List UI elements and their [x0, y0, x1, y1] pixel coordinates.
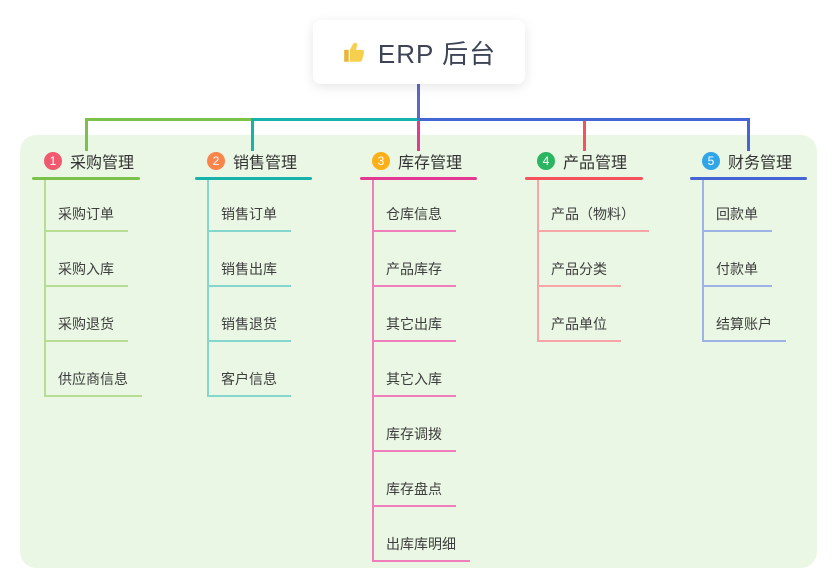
branch-finance-topic[interactable]: 5 财务管理	[702, 149, 792, 173]
connector-drop-inventory	[417, 121, 420, 151]
branch-product-child-line	[537, 180, 539, 342]
branch-finance-underline	[690, 177, 807, 180]
node-customer-info[interactable]: 客户信息	[207, 369, 291, 397]
node-settlement-account[interactable]: 结算账户	[702, 314, 786, 342]
node-product-unit[interactable]: 产品单位	[537, 314, 621, 342]
connector-drop-finance	[747, 118, 750, 151]
node-payment-order[interactable]: 付款单	[702, 259, 772, 287]
node-receipt-order[interactable]: 回款单	[702, 204, 772, 232]
branch-inventory-label: 库存管理	[398, 155, 463, 172]
branch-inventory-child-line	[372, 180, 374, 562]
branch-finance: 5 财务管理 回款单 付款单 结算账户	[690, 146, 820, 586]
branch-purchase-underline	[32, 177, 140, 180]
branch-inventory-topic[interactable]: 3 库存管理	[372, 149, 462, 173]
connector-root-drop	[417, 84, 420, 120]
node-product-category[interactable]: 产品分类	[537, 259, 621, 287]
node-other-inbound[interactable]: 其它入库	[372, 369, 456, 397]
node-sales-outbound[interactable]: 销售出库	[207, 259, 291, 287]
node-purchase-return[interactable]: 采购退货	[44, 314, 128, 342]
connector-drop-purchase	[85, 118, 88, 151]
node-stock-count[interactable]: 库存盘点	[372, 479, 456, 507]
node-sales-return[interactable]: 销售退货	[207, 314, 291, 342]
branch-purchase-label: 采购管理	[70, 155, 135, 172]
connector-drop-sales	[251, 118, 254, 151]
branch-product-label: 产品管理	[563, 155, 628, 172]
root-topic-label: ERP 后台	[377, 38, 497, 69]
connector-drop-product	[583, 121, 586, 151]
badge-5: 5	[702, 152, 720, 170]
thumbs-up-icon	[344, 42, 365, 62]
branch-product-topic[interactable]: 4 产品管理	[537, 149, 627, 173]
branch-purchase-topic[interactable]: 1 采购管理	[44, 149, 134, 173]
branch-sales: 2 销售管理 销售订单 销售出库 销售退货 客户信息	[195, 146, 325, 586]
node-product-material[interactable]: 产品（物料）	[537, 204, 649, 232]
branch-sales-child-line	[207, 180, 209, 397]
node-sales-order[interactable]: 销售订单	[207, 204, 291, 232]
root-topic[interactable]: ERP 后台	[313, 20, 525, 84]
badge-1: 1	[44, 152, 62, 170]
branch-purchase: 1 采购管理 采购订单 采购入库 采购退货 供应商信息	[32, 146, 162, 586]
branch-sales-underline	[195, 177, 312, 180]
branch-product-underline	[525, 177, 643, 180]
branch-product: 4 产品管理 产品（物料） 产品分类 产品单位	[525, 146, 655, 586]
branch-purchase-child-line	[44, 180, 46, 397]
node-purchase-inbound[interactable]: 采购入库	[44, 259, 128, 287]
node-stock-transfer[interactable]: 库存调拨	[372, 424, 456, 452]
branch-sales-topic[interactable]: 2 销售管理	[207, 149, 297, 173]
branch-inventory-underline	[360, 177, 477, 180]
node-supplier-info[interactable]: 供应商信息	[44, 369, 142, 397]
node-other-outbound[interactable]: 其它出库	[372, 314, 456, 342]
branch-inventory: 3 库存管理 仓库信息 产品库存 其它出库 其它入库 库存调拨 库存盘点 出库库…	[360, 146, 490, 586]
connector-bus-finance	[419, 118, 750, 121]
node-warehouse-info[interactable]: 仓库信息	[372, 204, 456, 232]
badge-2: 2	[207, 152, 225, 170]
branch-finance-child-line	[702, 180, 704, 342]
branch-finance-label: 财务管理	[728, 155, 793, 172]
branch-sales-label: 销售管理	[233, 155, 298, 172]
badge-4: 4	[537, 152, 555, 170]
badge-3: 3	[372, 152, 390, 170]
node-purchase-order[interactable]: 采购订单	[44, 204, 128, 232]
branches-panel	[20, 135, 817, 568]
node-outbound-detail[interactable]: 出库库明细	[372, 534, 470, 562]
connector-bus-sales	[251, 118, 419, 121]
node-product-stock[interactable]: 产品库存	[372, 259, 456, 287]
